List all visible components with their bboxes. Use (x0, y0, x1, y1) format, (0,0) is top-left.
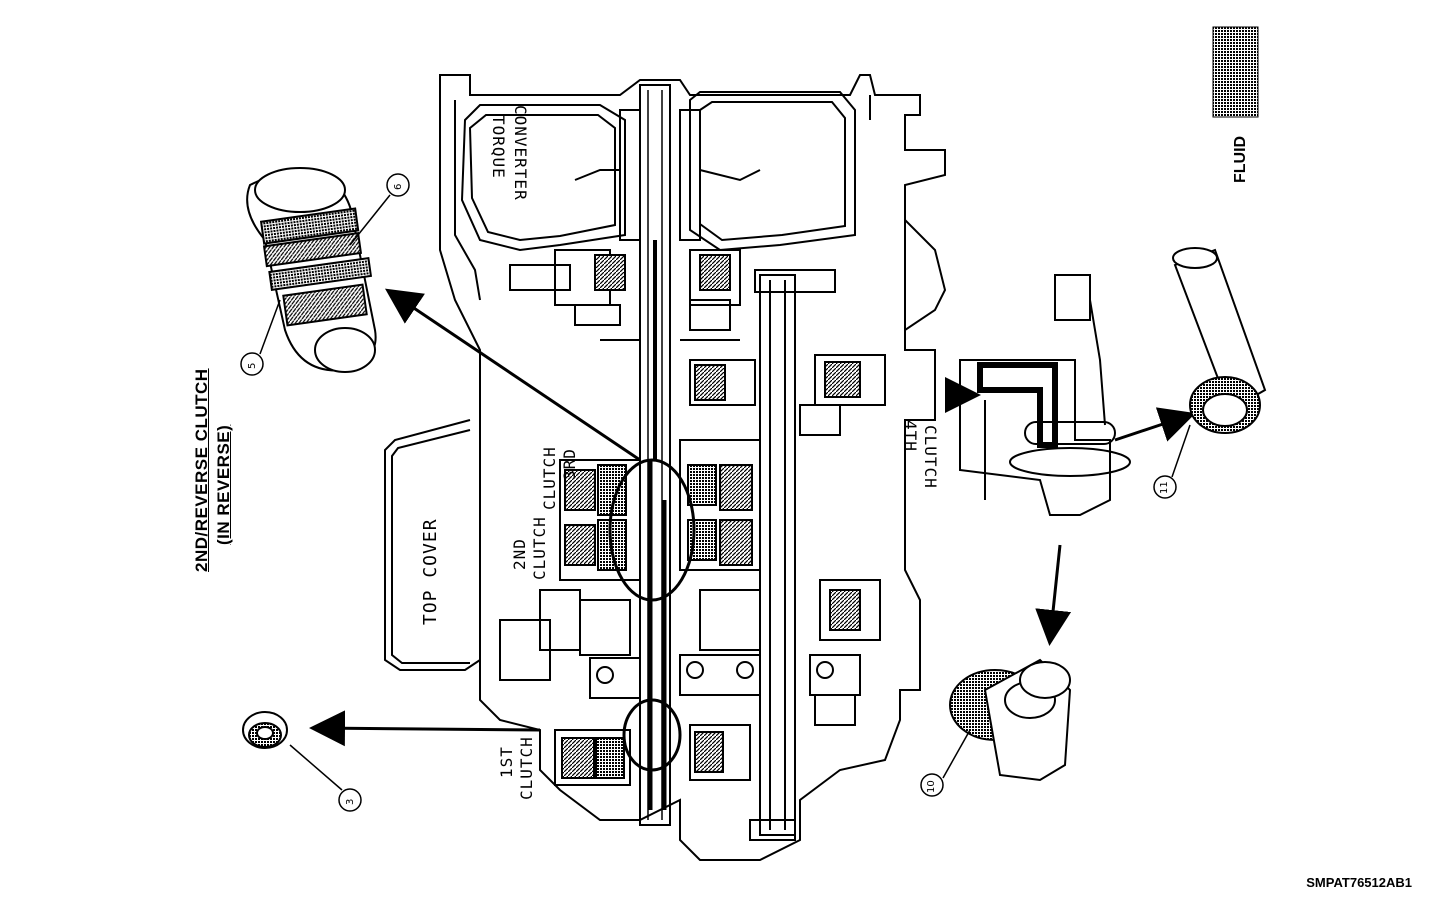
callout-10: 10 (926, 780, 937, 793)
diagram-title: 2ND/REVERSE CLUTCH (192, 368, 211, 572)
torque-label: TORQUE (489, 115, 508, 179)
fluid-legend-label: FLUID (1232, 135, 1249, 183)
callout-circles (240, 173, 1177, 812)
second-clutch-label-2: CLUTCH (530, 516, 549, 580)
callout-leaders (259, 194, 1191, 791)
first-clutch-pack (554, 724, 751, 786)
diagram-subtitle: (IN REVERSE) (214, 424, 233, 545)
third-clutch-label-1: 3RD (560, 448, 579, 480)
nut-part-3 (242, 711, 288, 749)
sprocket-part-10 (949, 658, 1072, 782)
shaft-part-11 (1172, 247, 1267, 434)
callout-3: 3 (345, 798, 356, 805)
focus-circles (608, 458, 696, 772)
leader-arrows (309, 288, 1196, 747)
second-clutch-label-1: 2ND (510, 538, 529, 570)
second-third-clutch-pack (499, 439, 881, 681)
fourth-clutch-pack (689, 354, 886, 436)
figure-code: SMPAT76512AB1 (1306, 875, 1412, 890)
fluid-legend-swatch (1212, 26, 1259, 118)
gear-row (589, 654, 861, 726)
upper-gears (509, 249, 741, 341)
fourth-clutch-label-1: 4TH (901, 420, 920, 452)
callout-11: 11 (1159, 481, 1170, 494)
main-shaft (639, 84, 671, 826)
converter-label: CONVERTER (511, 105, 530, 201)
clutch-assembly-part-5-6 (246, 167, 377, 373)
first-clutch-label-2: CLUTCH (517, 736, 536, 800)
callout-5: 5 (247, 362, 258, 369)
third-clutch-label-2: CLUTCH (540, 446, 559, 510)
first-clutch-label-1: 1ST (497, 746, 516, 778)
top-cover-label: TOP COVER (420, 518, 441, 625)
top-cover-outline (384, 419, 481, 671)
callout-6: 6 (393, 183, 404, 190)
fourth-clutch-label-2: CLUTCH (921, 425, 940, 489)
fourth-clutch-cutaway (959, 274, 1131, 516)
transmission-housing (439, 74, 947, 861)
